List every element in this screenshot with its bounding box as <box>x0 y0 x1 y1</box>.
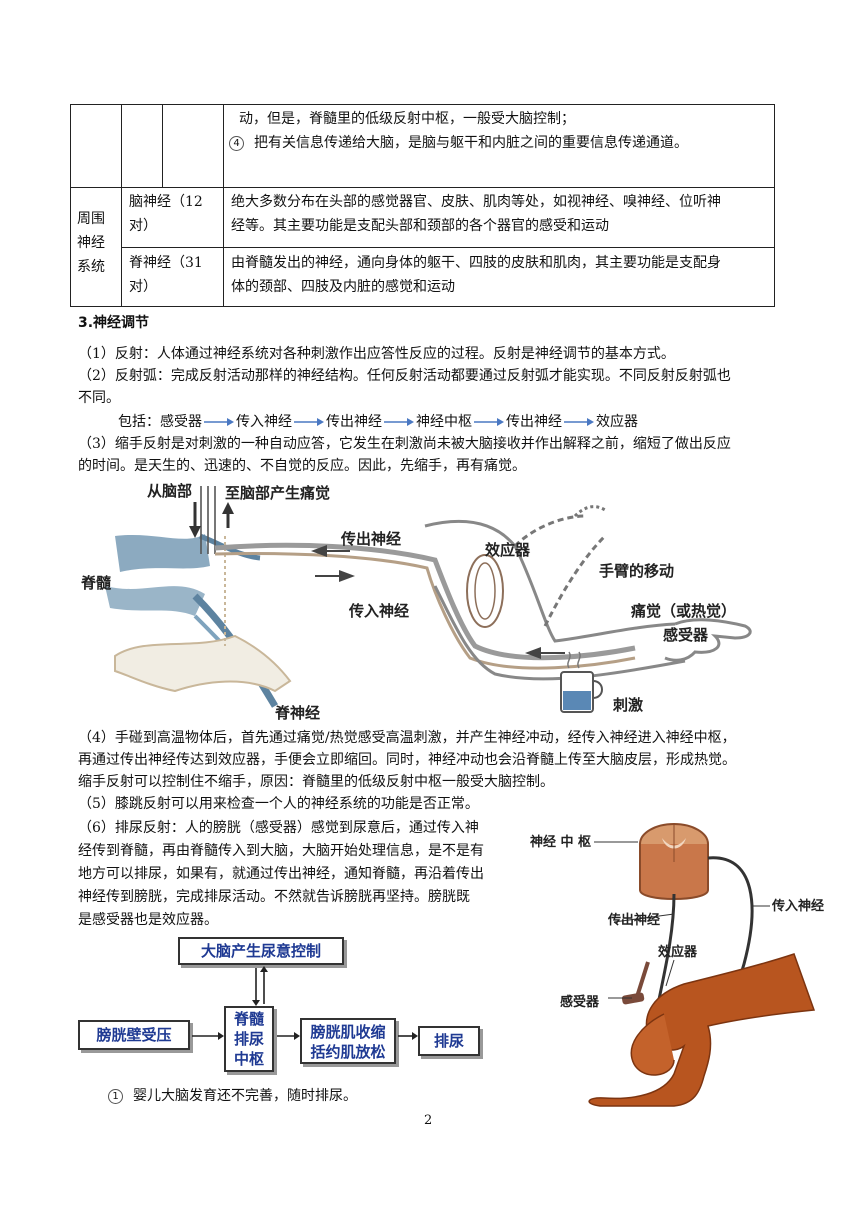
flow-box-line: 中枢 <box>233 1050 264 1068</box>
row-desc: 体的颈部、四肢及内脏的感觉和运动 <box>231 279 455 295</box>
paragraph: 是感受器也是效应器。 <box>78 912 218 928</box>
table-divider <box>162 105 163 187</box>
table-cell-text: 4 把有关信息传递给大脑，是脑与躯干和内脏之间的重要信息传递通道。 <box>229 131 688 155</box>
paragraph: 神经传到膀胱，完成排尿活动。不然就告诉膀胱再坚持。膀胱既 <box>78 889 470 905</box>
label-stimulus: 刺激 <box>613 696 644 714</box>
label-nerve-center: 神经 中 枢 <box>530 834 591 850</box>
row-desc: 经等。其主要功能是支配头部和颈部的各个器官的感受和运动 <box>231 218 609 234</box>
paragraph: （2）反射弧：完成反射活动那样的神经结构。任何反射活动都要通过反射弧才能实现。不… <box>78 368 731 384</box>
paragraph: （1）反射：人体通过神经系统对各种刺激作出应答性反应的过程。反射是神经调节的基本… <box>78 346 675 362</box>
row-desc: 由脊髓发出的神经，通向身体的躯干、四肢的皮肤和肌肉，其主要功能是支配身 <box>231 255 721 271</box>
label-efferent: 传出神经 <box>340 530 401 548</box>
reflex-arc-chain: 包括： 感受器 传入神经 传出神经 神经中枢 传出神经 效应器 <box>118 411 638 433</box>
flow-box-bladder: 膀胱壁受压 <box>78 1020 190 1050</box>
leg-illustration <box>588 953 816 1107</box>
group-label: 系统 <box>77 259 105 275</box>
flowchart-arrows <box>192 966 418 1040</box>
table-divider <box>121 105 122 187</box>
row-name: 脊神经（31 <box>129 255 203 271</box>
flow-box-line: 排尿 <box>233 1030 264 1048</box>
paragraph: （3）缩手反射是对刺激的一种自动应答，它发生在刺激尚未被大脑接收并作出解释之前，… <box>78 436 731 452</box>
paragraph: 1 婴儿大脑发育还不完善，随时排尿。 <box>108 1085 357 1107</box>
row-name: 脑神经（12 <box>129 194 203 210</box>
table-cell-text: 动，但是，脊髓里的低级反射中枢，一般受大脑控制； <box>239 111 575 127</box>
label-receptor: 感受器 <box>663 626 709 644</box>
spinal-cord-segment-illustration <box>639 823 709 900</box>
flow-box-muscle: 膀胱肌收缩 括约肌放松 <box>300 1018 396 1064</box>
paragraph: 再通过传出神经传达到效应器，手便会立即缩回。同时，神经冲动也会沿脊髓上传至大脑皮… <box>78 752 736 768</box>
group-label: 神经 <box>77 235 105 251</box>
right-arrow-icon <box>204 418 234 426</box>
group-label: 周围 <box>77 211 105 227</box>
paragraph: 不同。 <box>78 390 120 406</box>
label-pain: 痛觉（或热觉） <box>630 602 736 620</box>
label-afferent: 传入神经 <box>348 602 409 620</box>
label-to-brain: 至脑部产生痛觉 <box>225 484 330 502</box>
flow-box-line: 括约肌放松 <box>310 1043 386 1061</box>
chain-step: 传入神经 <box>236 414 292 430</box>
label-receptor: 感受器 <box>560 994 600 1010</box>
table-divider <box>71 187 774 188</box>
paragraph-text: 婴儿大脑发育还不完善，随时排尿。 <box>133 1088 357 1104</box>
chain-prefix: 包括： <box>118 414 160 430</box>
circled-number: 1 <box>108 1088 123 1104</box>
withdrawal-reflex-diagram: 从脑部 至脑部产生痛觉 脊髓 传出神经 传入神经 效应器 手臂的移动 痛觉（或热… <box>80 482 752 720</box>
spinal-cord-illustration <box>105 533 292 708</box>
flow-box-line: 膀胱肌收缩 <box>310 1023 386 1041</box>
row-name: 对） <box>129 279 157 295</box>
reflex-hammer-icon <box>621 961 650 1005</box>
label-afferent-nerve: 传入神经 <box>771 898 824 914</box>
right-arrow-icon <box>294 418 324 426</box>
chain-step: 传出神经 <box>326 414 382 430</box>
row-name: 对） <box>129 218 157 234</box>
label-efferent-nerve: 传出神经 <box>607 912 660 928</box>
paragraph: 经传到脊髓，再由脊髓传入到大脑，大脑开始处理信息，是不是有 <box>78 843 484 859</box>
flow-box-urinate: 排尿 <box>418 1026 480 1056</box>
table-divider <box>121 247 774 248</box>
label-spinal-cord: 脊髓 <box>80 574 112 592</box>
table-cell-line: 把有关信息传递给大脑，是脑与躯干和内脏之间的重要信息传递通道。 <box>254 135 688 151</box>
label-arm-movement: 手臂的移动 <box>599 562 674 580</box>
chain-step: 传出神经 <box>506 414 562 430</box>
right-arrow-icon <box>384 418 414 426</box>
paragraph: 的时间。是天生的、迅速的、不自觉的反应。因此，先缩手，再有痛觉。 <box>78 458 526 474</box>
chain-step: 效应器 <box>596 414 638 430</box>
circled-number: 4 <box>229 135 244 151</box>
paragraph: 地方可以排尿，如果有，就通过传出神经，通知脊髓，再沿着传出 <box>78 866 484 882</box>
flow-box-spinal-center: 脊髓 排尿 中枢 <box>224 1006 274 1072</box>
label-from-brain: 从脑部 <box>147 482 192 500</box>
label-effector: 效应器 <box>658 944 698 960</box>
table-divider <box>223 105 224 307</box>
page-number: 2 <box>424 1113 433 1128</box>
row-desc: 绝大多数分布在头部的感觉器官、皮肤、肌肉等处，如视神经、嗅神经、位听神 <box>231 194 721 210</box>
nervous-system-table: 动，但是，脊髓里的低级反射中枢，一般受大脑控制； 4 把有关信息传递给大脑，是脑与… <box>70 104 775 307</box>
chain-step: 神经中枢 <box>416 414 472 430</box>
hot-cup-icon <box>560 651 603 713</box>
right-arrow-icon <box>474 418 504 426</box>
paragraph: 缩手反射可以控制住不缩手，原因：脊髓里的低级反射中枢一般受大脑控制。 <box>78 774 554 790</box>
chain-step: 感受器 <box>160 414 202 430</box>
flow-box-line: 脊髓 <box>233 1010 264 1028</box>
right-arrow-icon <box>564 418 594 426</box>
paragraph: （6）排尿反射：人的膀胱（感受器）感觉到尿意后，通过传入神 <box>78 820 479 836</box>
label-effector: 效应器 <box>485 541 531 559</box>
paragraph: （4）手碰到高温物体后，首先通过痛觉/热觉感受高温刺激，并产生神经冲动，经传入神… <box>78 730 736 746</box>
paragraph: （5）膝跳反射可以用来检查一个人的神经系统的功能是否正常。 <box>78 796 479 812</box>
label-spinal-nerve: 脊神经 <box>274 704 320 720</box>
flow-box-brain: 大脑产生尿意控制 <box>178 937 344 965</box>
section-title: 3.神经调节 <box>78 315 150 331</box>
knee-jerk-diagram: 神经 中 枢 传入神经 传出神经 效应器 感受器 <box>530 823 824 1107</box>
